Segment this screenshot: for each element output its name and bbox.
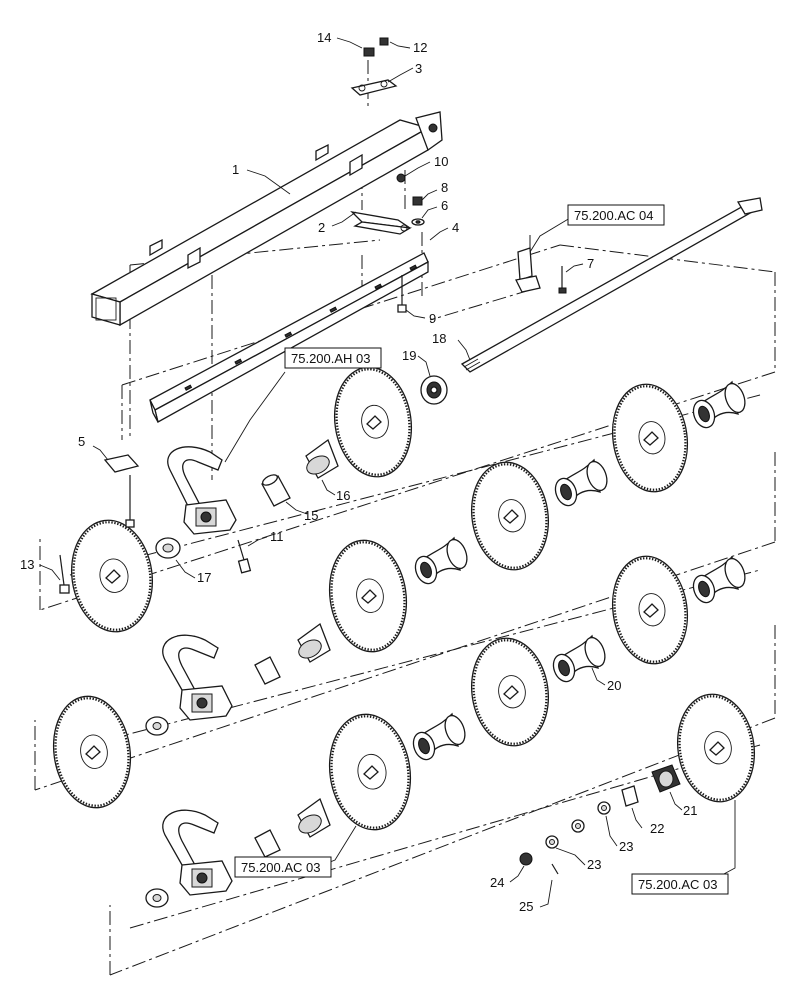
spacer-spool: [554, 458, 608, 507]
spacer-spool: [412, 712, 466, 761]
disc-blade: [676, 693, 756, 803]
angle-bar: [149, 252, 429, 423]
callout-14: 14: [317, 30, 331, 45]
disc-blade: [333, 366, 413, 478]
disc-blades: [52, 366, 756, 831]
callout-20: 20: [607, 678, 621, 693]
spacer-spool: [692, 380, 746, 429]
reference-ac04[interactable]: 75.200.AC 04: [567, 204, 665, 226]
callout-23a: 23: [619, 839, 633, 854]
disc-blade: [611, 555, 689, 665]
spacer-spool: [692, 555, 746, 604]
spacer-spools: [412, 380, 746, 761]
callout-labels: 1 2 3 4 5 6 7 8 9 10 11 12 13 14 15 16 1…: [20, 30, 697, 914]
shaft: [460, 197, 763, 373]
disc-blade: [611, 383, 689, 493]
scraper-bracket: [515, 247, 567, 294]
callout-22: 22: [650, 821, 664, 836]
disc-blade: [470, 461, 550, 571]
callout-25: 25: [519, 899, 533, 914]
disc-blade: [70, 519, 154, 633]
callout-11: 11: [270, 529, 284, 544]
callout-2: 2: [318, 220, 325, 235]
reference-ac03-right[interactable]: 75.200.AC 03: [631, 873, 729, 895]
callout-13: 13: [20, 557, 34, 572]
hanger-1: [167, 446, 237, 535]
disc-blade: [470, 637, 550, 747]
washer-17: [155, 537, 181, 559]
callout-18: 18: [432, 331, 446, 346]
callout-10: 10: [434, 154, 448, 169]
hanger-3: [162, 809, 233, 896]
washer-bottom-left: [145, 888, 169, 908]
callout-1: 1: [232, 162, 239, 177]
bracket-lower: [350, 211, 412, 235]
frame-tube: [90, 111, 443, 327]
disc-blade: [52, 695, 132, 809]
reference-ac04-text: 75.200.AC 04: [574, 208, 654, 223]
callout-16: 16: [336, 488, 350, 503]
callout-12: 12: [413, 40, 427, 55]
callout-7: 7: [587, 256, 594, 271]
callout-5: 5: [78, 434, 85, 449]
bushing-cone-top: [261, 438, 339, 507]
washer-mid-left: [145, 716, 169, 736]
callout-4: 4: [452, 220, 459, 235]
callout-19: 19: [402, 348, 416, 363]
callout-15: 15: [304, 508, 318, 523]
spacer-spool: [414, 536, 468, 585]
disc-blade: [328, 539, 408, 653]
hanger-2: [162, 634, 233, 721]
reference-ah03[interactable]: 75.200.AH 03: [284, 347, 382, 369]
callout-6: 6: [441, 198, 448, 213]
gang-outline-bottom: [109, 625, 776, 976]
disc-blade: [328, 713, 412, 831]
callout-17: 17: [197, 570, 211, 585]
washer-19: [420, 375, 448, 405]
callout-23b: 23: [587, 857, 601, 872]
callout-21: 21: [683, 803, 697, 818]
bushing-cone-mid: [254, 622, 331, 685]
callout-24: 24: [490, 875, 504, 890]
bracket-upper: [350, 37, 398, 96]
end-hardware: [519, 764, 681, 875]
callout-9: 9: [429, 311, 436, 326]
bolt-9: [397, 275, 407, 313]
spacer-spool: [552, 634, 606, 683]
reference-ac03-left-text: 75.200.AC 03: [241, 860, 321, 875]
hardware-top: [396, 173, 425, 226]
callout-8: 8: [441, 180, 448, 195]
reference-ah03-text: 75.200.AH 03: [291, 351, 371, 366]
clamp-plate: [59, 454, 252, 594]
callout-3: 3: [415, 61, 422, 76]
reference-ac03-left[interactable]: 75.200.AC 03: [234, 856, 332, 878]
bushing-cone-bottom: [254, 797, 331, 858]
reference-ac03-right-text: 75.200.AC 03: [638, 877, 718, 892]
